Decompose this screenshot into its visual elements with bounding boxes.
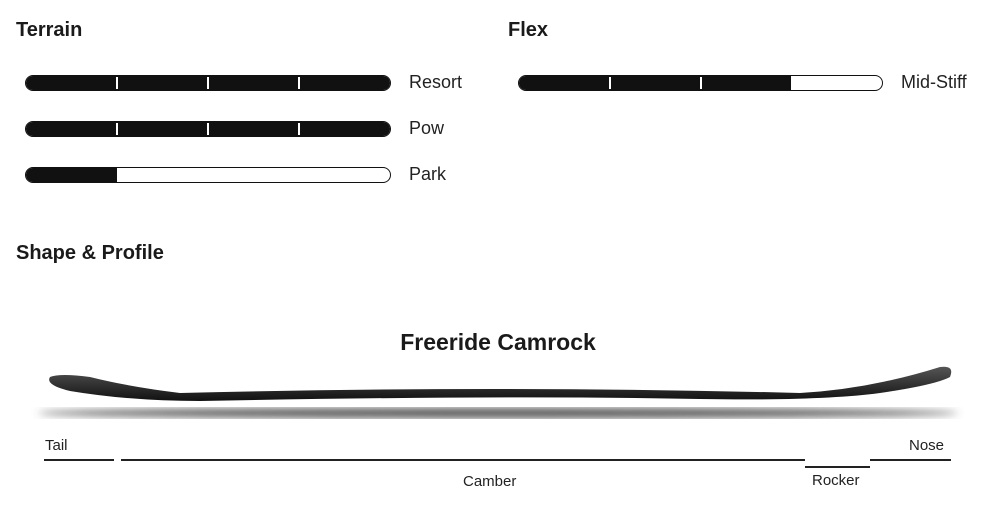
level-divider: [699, 77, 702, 89]
level-divider: [207, 123, 209, 135]
snowboard-profile-image: [38, 366, 958, 418]
level-divider: [298, 123, 300, 135]
terrain-heading: Terrain: [16, 19, 83, 41]
terrain-label-pow: Pow: [409, 118, 445, 138]
segment-label-nose: Nose: [909, 437, 945, 454]
profile-name: Freeride Camrock: [400, 329, 596, 355]
flex-bar: [518, 75, 883, 91]
shape-profile-heading: Shape & Profile: [16, 242, 164, 264]
level-fill: [26, 168, 117, 182]
segment-label-rocker: Rocker: [812, 472, 860, 489]
segment-line-rocker: [805, 466, 870, 468]
terrain-bar-park: [25, 167, 391, 183]
terrain-label-park: Park: [409, 164, 447, 184]
level-divider: [116, 123, 118, 135]
level-divider: [116, 77, 118, 89]
segment-label-tail: Tail: [45, 437, 68, 454]
flex-label: Mid-Stiff: [901, 72, 967, 92]
segment-line-nose: [870, 459, 951, 461]
level-divider: [207, 77, 209, 89]
terrain-label-resort: Resort: [409, 72, 463, 92]
segment-line-camber: [121, 459, 805, 461]
level-fill: [519, 76, 792, 90]
segment-label-camber: Camber: [463, 473, 517, 490]
terrain-bar-pow: [25, 121, 391, 137]
segment-line-tail: [44, 459, 114, 461]
flex-heading: Flex: [508, 19, 549, 41]
level-divider: [608, 77, 611, 89]
terrain-bar-resort: [25, 75, 391, 91]
level-divider: [298, 77, 300, 89]
